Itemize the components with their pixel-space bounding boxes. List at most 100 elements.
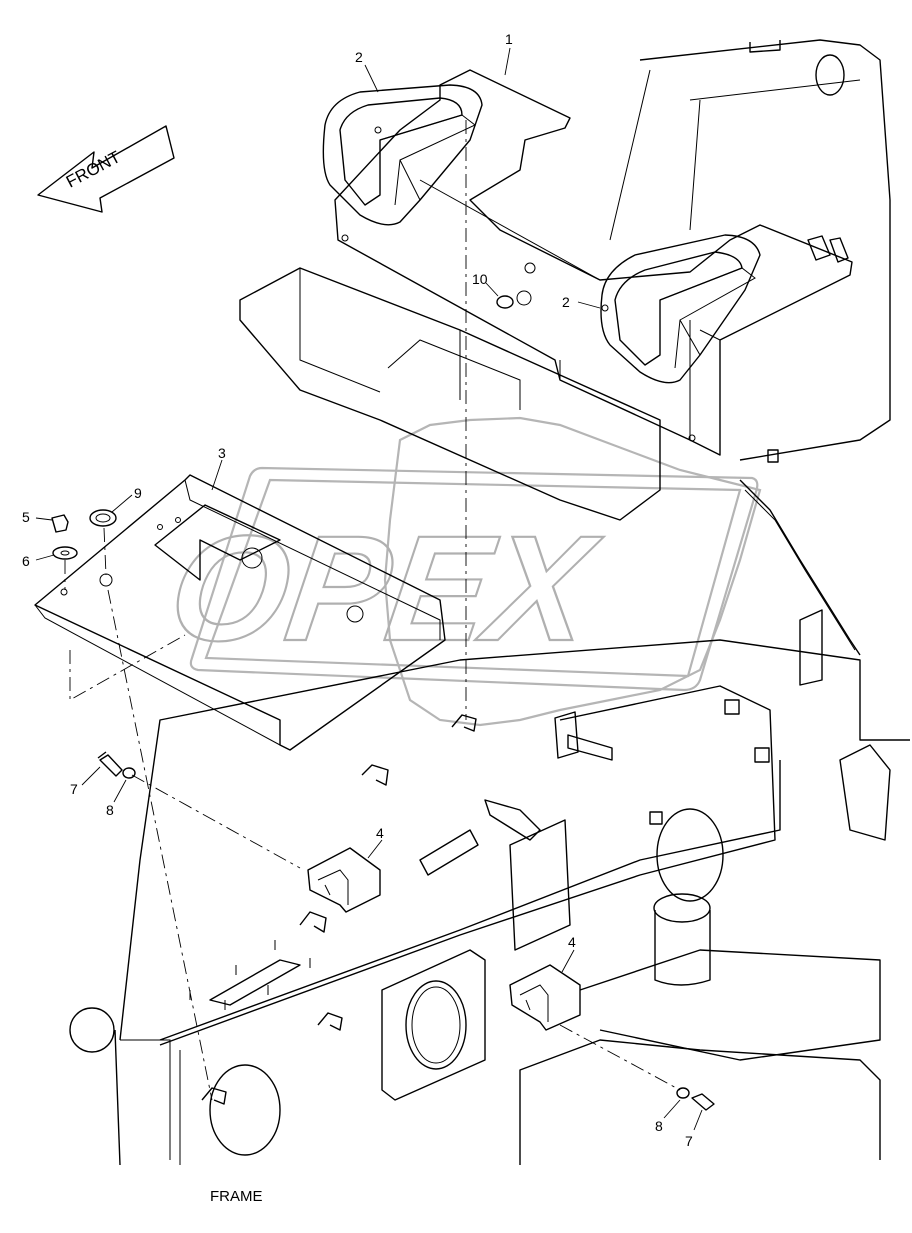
mount-right-body (509, 964, 581, 1031)
side-round-boss (69, 1007, 115, 1053)
small-block-1 (724, 699, 740, 715)
leader-8a (113, 779, 127, 803)
assembly-centerlines (64, 120, 681, 1101)
handle-left-outer (322, 84, 483, 226)
floor-plate-fold (34, 479, 441, 746)
handle-left-grip (379, 114, 476, 206)
callout-4a: 4 (376, 825, 384, 841)
small-block-2 (754, 747, 770, 763)
bracket-right-tab (807, 235, 849, 263)
callout-6: 6 (22, 553, 30, 569)
washer-8-right-icon (676, 1087, 690, 1099)
part-1-seat-bracket (334, 69, 853, 456)
handle-right-grip (659, 267, 756, 369)
mount-left-body (307, 847, 381, 913)
flange-plate (381, 949, 486, 1101)
clip-2 (299, 911, 327, 933)
callout-1: 1 (505, 31, 513, 47)
plug-10-icon (496, 295, 514, 309)
main-frame-top-plate (159, 685, 776, 1046)
callout-5: 5 (22, 509, 30, 525)
leader-5 (35, 517, 53, 521)
side-plate-right (579, 949, 881, 1061)
rear-upper-panel (639, 39, 891, 461)
bracket-hole-4 (688, 434, 696, 442)
leader-9 (111, 494, 133, 513)
centerline-bolt-left (131, 774, 301, 869)
leader-7b (693, 1109, 703, 1131)
handle-left-bolt (374, 126, 382, 134)
part-2-handle-left (322, 84, 483, 226)
handle-left-inner (339, 97, 463, 206)
diagonal-rod-2 (744, 489, 856, 651)
rear-panel-tab (749, 40, 781, 53)
bracket-hole-2 (516, 290, 532, 306)
upper-rail (239, 267, 661, 521)
leader-3 (211, 459, 223, 491)
clip-1 (361, 764, 389, 786)
centerline-plate-down (107, 589, 213, 1101)
plate-hole-6 (157, 524, 163, 530)
small-block-3 (649, 811, 663, 825)
callout-labels: 1 2 2 3 4 4 5 6 7 7 8 8 9 10 (22, 31, 693, 1149)
bracket-hole-1 (524, 262, 536, 274)
washer-6-icon (52, 546, 78, 560)
round-tube (654, 910, 711, 986)
centerline-grommet-9 (103, 527, 107, 576)
main-frame-side (114, 760, 781, 1166)
rear-panel-edge (609, 69, 861, 241)
clip-3 (317, 1012, 343, 1031)
grommet-9-icon (89, 509, 117, 527)
flange-opening-inner (411, 986, 461, 1064)
frame-opening-left (209, 1064, 281, 1156)
leader-4b (561, 949, 575, 973)
callout-9: 9 (134, 485, 142, 501)
callout-8b: 8 (655, 1118, 663, 1134)
part-4-mount-left (307, 847, 381, 913)
opex-watermark: OPEX (159, 416, 762, 727)
watermark-text: OPEX (161, 505, 610, 672)
leader-4a (367, 839, 383, 859)
access-cover (509, 819, 571, 951)
round-tube-top (653, 893, 711, 923)
watermark-frame-inner (204, 478, 742, 678)
leader-8b (663, 1099, 681, 1119)
part-3-floor-plate (34, 474, 446, 751)
lower-left-panel (120, 1039, 181, 1165)
right-bracket (839, 744, 891, 841)
mount-right-inner (519, 984, 549, 1022)
callout-4b: 4 (568, 934, 576, 950)
watermark-frame (189, 466, 759, 692)
callout-8a: 8 (106, 802, 114, 818)
floor-plate-outline (34, 474, 446, 751)
callout-3: 3 (218, 445, 226, 461)
plate-hole-2 (346, 605, 364, 623)
right-column (799, 609, 823, 686)
upper-rail-inner (299, 268, 521, 410)
rear-panel-hole (815, 54, 845, 96)
leader-2b (577, 301, 601, 309)
leader-10 (485, 282, 499, 297)
bolt-7-left-icon (97, 751, 123, 777)
washer-6-hole (60, 550, 70, 556)
bolt-7-right-icon (691, 1093, 715, 1111)
floor-plate-cutout (154, 504, 281, 581)
handle-right-outer (600, 234, 761, 384)
part-2-handle-right (600, 234, 761, 384)
fastener-hardware (51, 295, 715, 1111)
leader-7a (81, 766, 101, 786)
shaft-plate (554, 711, 579, 759)
small-block-4 (767, 449, 779, 463)
callout-2b: 2 (562, 294, 570, 310)
handle-right-inner (614, 251, 743, 366)
leader-2a (364, 64, 379, 93)
callout-2a: 2 (355, 49, 363, 65)
plate-hole-4 (60, 588, 68, 596)
bracket-hole-3 (341, 234, 349, 242)
centerline-bolt-right (559, 1024, 681, 1091)
seat-bracket-fold (419, 179, 721, 440)
leader-6 (35, 554, 55, 561)
small-bracket-top (484, 799, 541, 841)
machine-frame (69, 39, 910, 1166)
